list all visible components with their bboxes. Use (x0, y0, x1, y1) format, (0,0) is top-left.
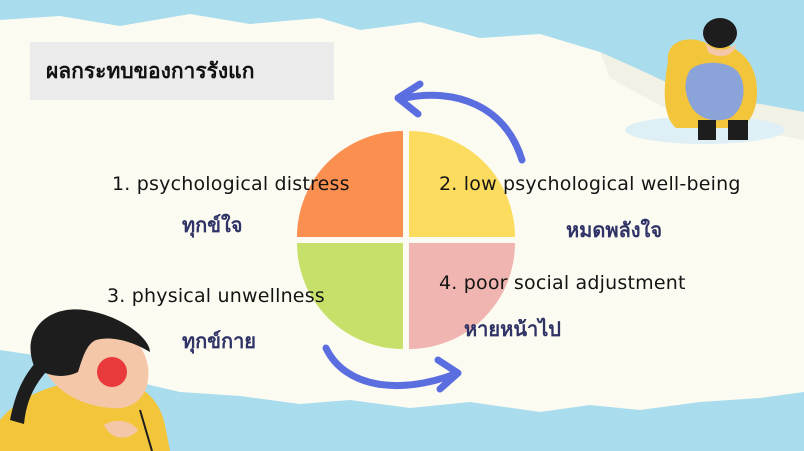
cycle-arrow-top-head (394, 80, 424, 118)
effect-4-thai: หายหน้าไป (464, 317, 561, 341)
cycle-arrow-bottom-head (434, 356, 462, 393)
effect-1-english: 1. psychological distress (112, 173, 350, 195)
paper-shade (600, 52, 804, 140)
effect-2-english: 2. low psychological well-being (439, 173, 741, 195)
effect-4-english: 4. poor social adjustment (439, 272, 686, 294)
effect-1-thai: ทุกข์ใจ (182, 213, 243, 237)
quadrant-3-shape (297, 243, 403, 349)
effect-3-english: 3. physical unwellness (107, 285, 325, 307)
effect-2-thai: หมดพลังใจ (566, 218, 663, 242)
title-banner: ผลกระทบของการรังแก (30, 42, 334, 100)
quadrant-4-shape (409, 243, 515, 349)
effect-3-thai: ทุกข์กาย (182, 329, 257, 353)
crouching-person-illustration (625, 18, 785, 144)
cycle-arrow-top (401, 91, 526, 164)
worried-person-illustration (0, 309, 170, 451)
page-title: ผลกระทบของการรังแก (46, 59, 255, 83)
cycle-arrow-bottom (322, 344, 459, 390)
quadrant-2-shape (409, 131, 515, 237)
quadrant-1-shape (297, 131, 403, 237)
